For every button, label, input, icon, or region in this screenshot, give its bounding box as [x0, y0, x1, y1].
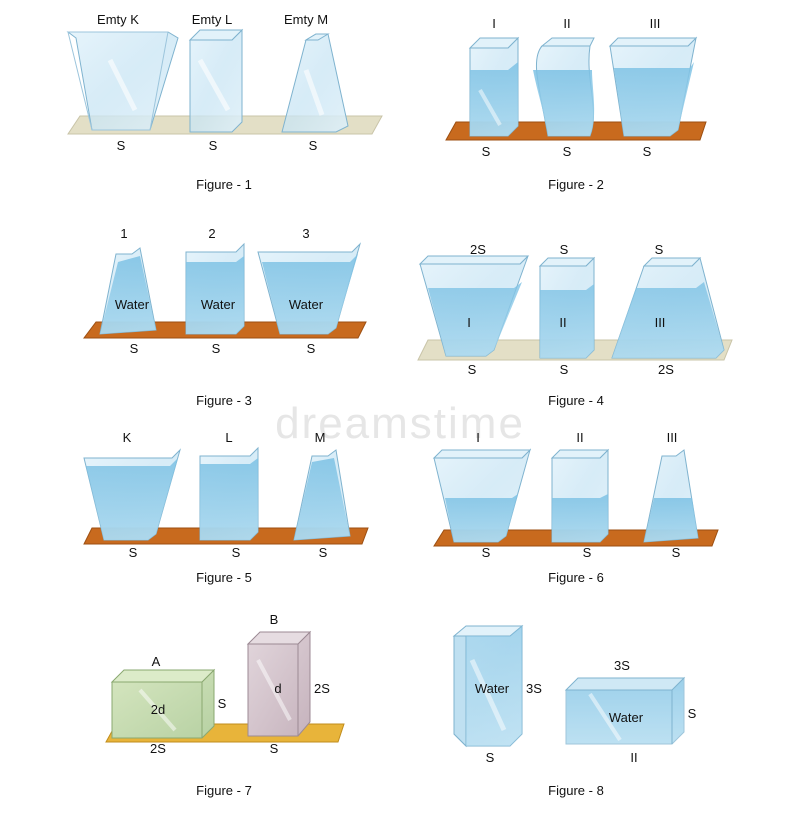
label-base-i: S [486, 750, 495, 765]
label-density-a: 2d [151, 702, 165, 717]
container-m [293, 449, 351, 541]
label-l: L [225, 430, 232, 445]
label-k: Emty K [97, 12, 139, 27]
label-side-a: S [218, 696, 227, 711]
figure-8: Water 3S S 3S Water S II Figure - 8 [452, 624, 697, 798]
container-l [188, 28, 244, 133]
label-base-1: S [130, 341, 139, 356]
container-k [83, 448, 182, 541]
caption-figure-8: Figure - 8 [548, 783, 604, 798]
label-side-ii: S [688, 706, 697, 721]
label-base-b: S [270, 741, 279, 756]
label-i: I [492, 16, 496, 31]
container-ii [538, 256, 596, 359]
label-top-ii: 3S [614, 658, 630, 673]
container-1 [99, 247, 157, 335]
container-iii [643, 449, 699, 543]
label-base-ii: S [560, 362, 569, 377]
figure-4: 2S S S I II III S S 2S Figure - 4 [417, 242, 733, 408]
container-iii [611, 257, 725, 359]
figure-6: I II III S S S Figure - 6 [432, 430, 719, 585]
label-iii: III [667, 430, 678, 445]
label-i: I [476, 430, 480, 445]
label-top-iii: S [655, 242, 664, 257]
label-m: Emty M [284, 12, 328, 27]
figure-5: K L M S S S Figure - 5 [83, 430, 369, 585]
caption-figure-6: Figure - 6 [548, 570, 604, 585]
label-k: K [123, 430, 132, 445]
figure-7: A 2d S 2S B d 2S S Figure - 7 [105, 612, 345, 798]
label-water-3: Water [289, 297, 324, 312]
container-iii [608, 36, 698, 137]
label-3: 3 [302, 226, 309, 241]
label-iii: III [650, 16, 661, 31]
figure-1: Emty K Emty L Emty M S S S Figure - 1 [66, 12, 383, 192]
label-l: Emty L [192, 12, 232, 27]
caption-figure-7: Figure - 7 [196, 783, 252, 798]
label-base-k: S [117, 138, 126, 153]
label-b: B [270, 612, 279, 627]
container-l [199, 446, 259, 541]
label-ii: II [630, 750, 637, 765]
label-1: 1 [120, 226, 127, 241]
watermark-text: dreamstime [275, 399, 525, 448]
label-2: 2 [208, 226, 215, 241]
label-base-l: S [209, 138, 218, 153]
figure-3: 1 2 3 Water Water Water S S S Figure - 3 [83, 226, 367, 408]
box-a [110, 668, 216, 739]
label-base-i: S [468, 362, 477, 377]
container-i [432, 448, 532, 543]
label-water-1: Water [115, 297, 150, 312]
label-base-2: S [212, 341, 221, 356]
label-density-b: d [274, 681, 281, 696]
label-water-i: Water [475, 681, 510, 696]
label-height-i: 3S [526, 681, 542, 696]
label-base-m: S [319, 545, 328, 560]
container-i [452, 624, 524, 748]
container-2 [185, 242, 245, 335]
label-base-3: S [307, 341, 316, 356]
label-base-m: S [309, 138, 318, 153]
label-m: M [315, 430, 326, 445]
label-base-a: 2S [150, 741, 166, 756]
label-base-iii: S [672, 545, 681, 560]
label-i: I [467, 315, 471, 330]
label-base-k: S [129, 545, 138, 560]
label-top-i: 2S [470, 242, 486, 257]
caption-figure-4: Figure - 4 [548, 393, 604, 408]
box-b [246, 630, 312, 737]
container-ii [550, 448, 610, 543]
caption-figure-3: Figure - 3 [196, 393, 252, 408]
label-base-i: S [482, 545, 491, 560]
container-m [281, 33, 349, 133]
label-water-2: Water [201, 297, 236, 312]
label-base-ii: S [563, 144, 572, 159]
label-side-b: 2S [314, 681, 330, 696]
label-water-ii: Water [609, 710, 644, 725]
label-base-iii: 2S [658, 362, 674, 377]
label-a: A [152, 654, 161, 669]
label-ii: II [563, 16, 570, 31]
label-base-iii: S [643, 144, 652, 159]
caption-figure-5: Figure - 5 [196, 570, 252, 585]
caption-figure-2: Figure - 2 [548, 177, 604, 192]
container-k [66, 31, 179, 131]
container-ii [533, 37, 595, 137]
container-i [418, 255, 530, 357]
label-ii: II [559, 315, 566, 330]
figure-2: I II III S S S Figure - 2 [445, 16, 707, 192]
container-ii [564, 676, 686, 745]
label-iii: III [655, 315, 666, 330]
container-i [468, 36, 520, 137]
label-base-i: S [482, 144, 491, 159]
container-3 [257, 242, 362, 335]
caption-figure-1: Figure - 1 [196, 177, 252, 192]
label-base-ii: S [583, 545, 592, 560]
label-top-ii: S [560, 242, 569, 257]
label-base-l: S [232, 545, 241, 560]
label-ii: II [576, 430, 583, 445]
